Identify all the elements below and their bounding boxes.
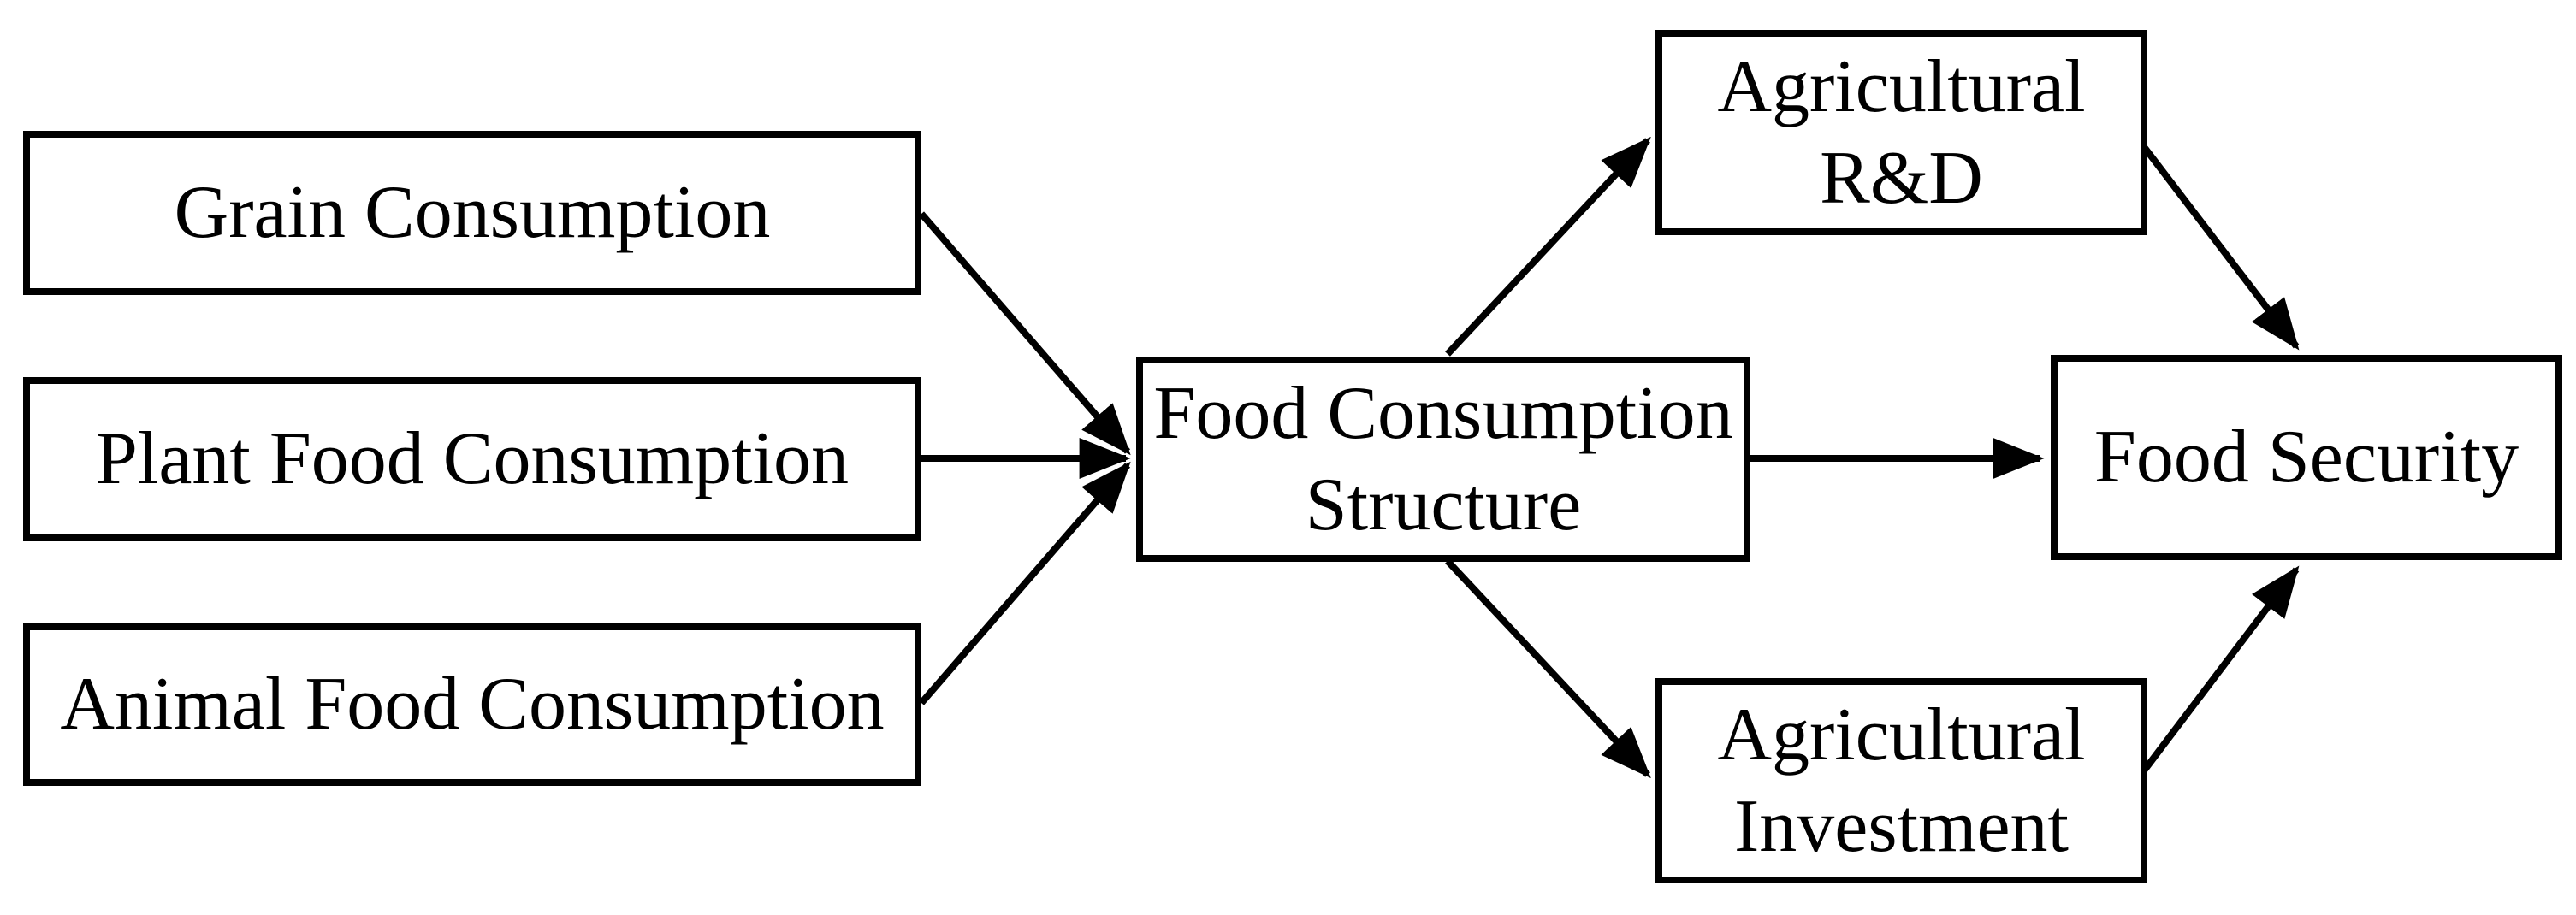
node-plant-food-consumption: Plant Food Consumption (23, 377, 921, 541)
arrow-animal-to-structure (918, 461, 1131, 705)
node-food-consumption-structure: Food Consumption Structure (1136, 357, 1750, 562)
arrow-rnd-to-security (2141, 145, 2300, 351)
node-food-security: Food Security (2051, 355, 2562, 560)
arrow-structure-to-rnd (1445, 136, 1651, 357)
arrow-investment-to-security (2141, 565, 2300, 772)
arrow-grain-to-structure (918, 211, 1131, 456)
arrow-structure-to-investment (1445, 558, 1651, 779)
node-animal-food-consumption: Animal Food Consumption (23, 623, 921, 786)
node-agricultural-rnd: Agricultural R&D (1655, 30, 2147, 235)
node-agricultural-investment: Agricultural Investment (1655, 678, 2147, 883)
node-grain-consumption: Grain Consumption (23, 131, 921, 295)
